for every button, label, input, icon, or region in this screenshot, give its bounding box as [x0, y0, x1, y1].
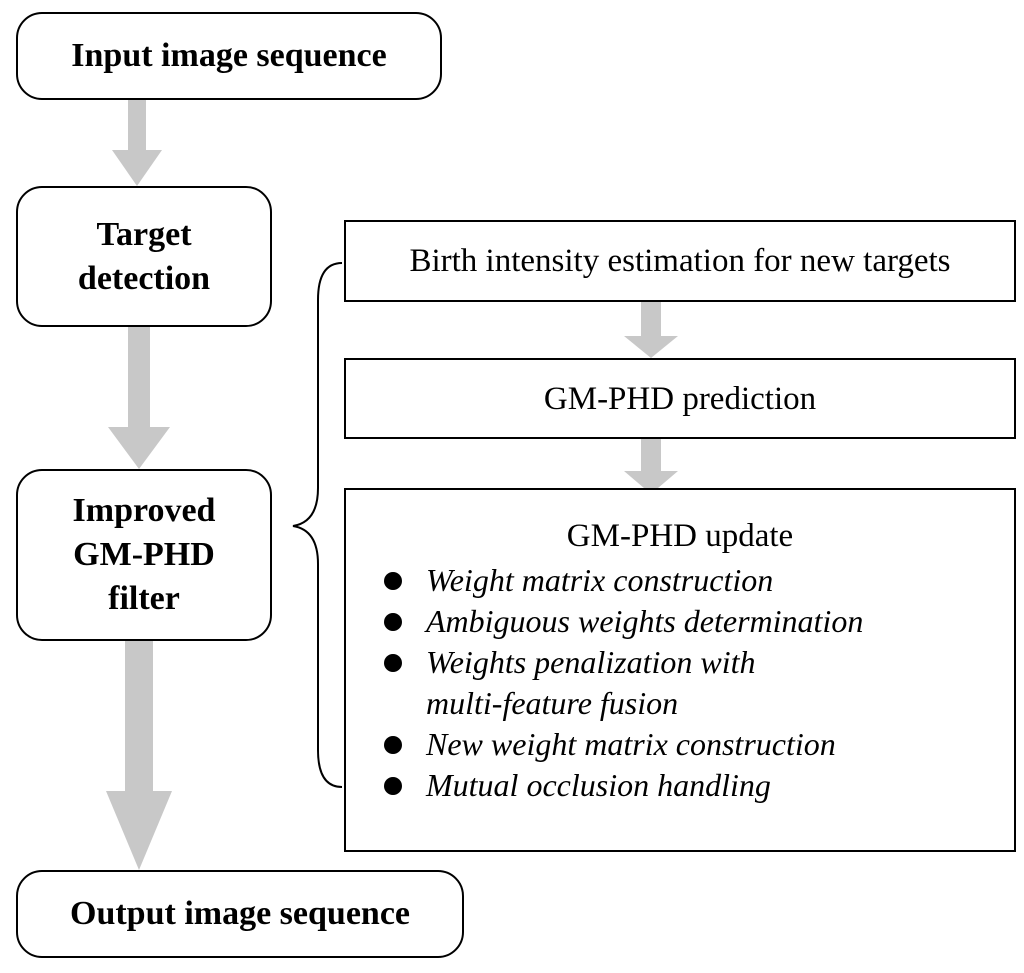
improved-filter-label-line3: filter — [108, 580, 180, 617]
update-step-2-text: Ambiguous weights determination — [426, 603, 864, 639]
arrow-filter-to-output — [106, 641, 172, 870]
improved-filter-box: Improved GM-PHD filter — [16, 469, 272, 641]
prediction-label: GM-PHD prediction — [543, 380, 817, 417]
birth-intensity-label: Birth intensity estimation for new targe… — [409, 243, 951, 279]
update-step-2: Ambiguous weights determination — [384, 601, 863, 642]
bullet-icon — [384, 736, 402, 754]
update-step-list: Weight matrix construction Ambiguous wei… — [384, 560, 863, 806]
bullet-icon — [384, 654, 402, 672]
birth-intensity-box: Birth intensity estimation for new targe… — [344, 220, 1016, 302]
update-title: GM-PHD update — [566, 518, 794, 554]
improved-filter-label-line1: Improved — [72, 492, 216, 529]
update-step-3-text-line1: Weights penalization with — [426, 644, 756, 680]
update-step-1-text: Weight matrix construction — [426, 562, 774, 598]
update-step-3-text-line2: multi-feature fusion — [426, 685, 679, 721]
update-step-5: Mutual occlusion handling — [384, 765, 863, 806]
arrow-birth-to-prediction — [624, 302, 678, 358]
update-step-1: Weight matrix construction — [384, 560, 863, 601]
input-sequence-box: Input image sequence — [16, 12, 442, 100]
improved-filter-label-line2: GM-PHD — [73, 536, 215, 573]
bullet-icon — [384, 613, 402, 631]
update-box: GM-PHD update Weight matrix construction… — [344, 488, 1016, 852]
target-detection-label-line2: detection — [77, 259, 211, 297]
target-detection-label-line1: Target — [96, 215, 192, 253]
curly-brace — [292, 262, 343, 788]
output-sequence-box: Output image sequence — [16, 870, 464, 958]
prediction-box: GM-PHD prediction — [344, 358, 1016, 439]
update-step-3: Weights penalization with multi-feature … — [384, 642, 863, 724]
bullet-icon — [384, 572, 402, 590]
bullet-icon — [384, 777, 402, 795]
arrow-prediction-to-update — [624, 439, 678, 494]
output-sequence-label: Output image sequence — [70, 895, 410, 932]
update-step-4: New weight matrix construction — [384, 724, 863, 765]
update-step-4-text: New weight matrix construction — [426, 726, 836, 762]
arrow-input-to-detection — [112, 100, 162, 186]
update-step-5-text: Mutual occlusion handling — [426, 767, 771, 803]
input-sequence-label: Input image sequence — [71, 37, 387, 74]
target-detection-box: Target detection — [16, 186, 272, 327]
arrow-detection-to-filter — [108, 327, 170, 469]
